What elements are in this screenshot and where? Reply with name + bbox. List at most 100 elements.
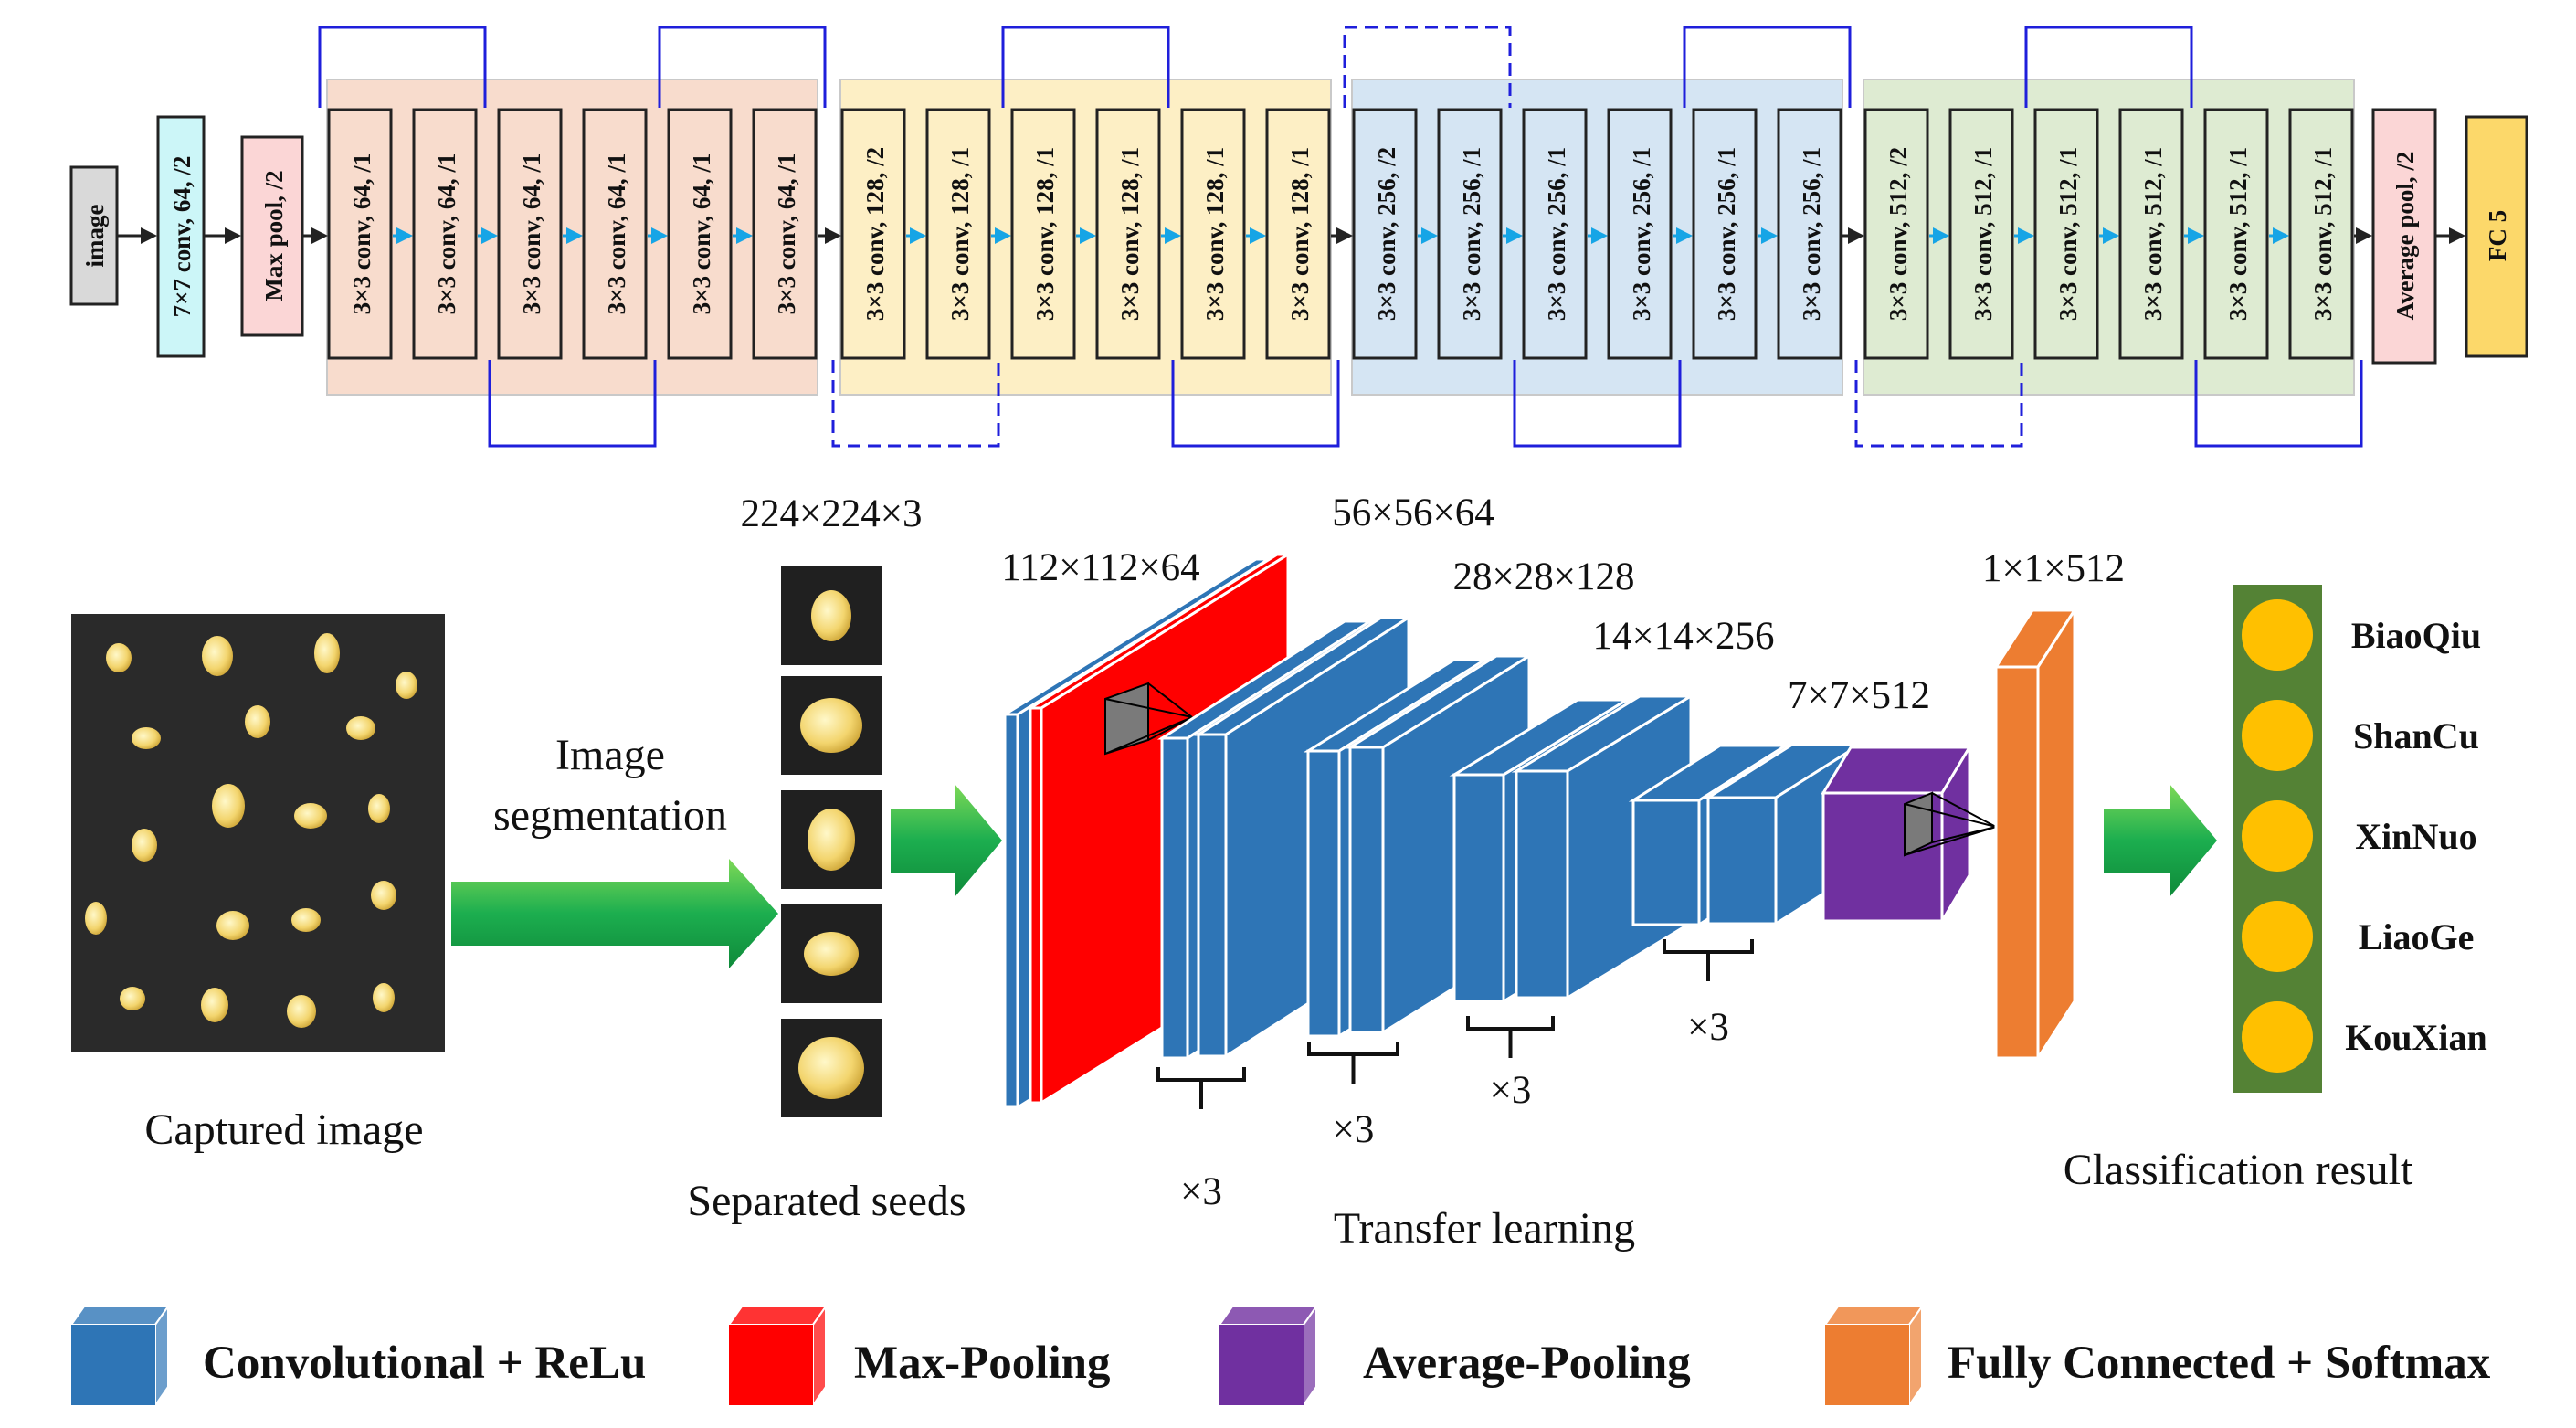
corn-seed [294,803,327,829]
stage3-block-a-front [1452,773,1505,1003]
conv-layer-box [1692,108,1758,360]
conv-layer-label: 3×3 conv, 128, /1 [1031,147,1059,321]
skip-connection [1343,26,1512,108]
network-blocks [999,552,2077,1110]
dim-fc: 1×1×512 [1982,547,2125,590]
stage2-block-a-front [1306,749,1341,1038]
conv-layer-label: 3×3 conv, 128, /2 [861,147,889,321]
first-conv-label: 7×7 conv, 64, /2 [168,156,195,318]
conv-layer-box [497,108,563,360]
repeat-brace [1156,1067,1246,1109]
corn-seed [132,829,157,862]
avg-pool-box: Average pool, /2 [2371,108,2437,365]
classification-arrow [2104,784,2217,897]
legend-label: Convolutional + ReLu [203,1338,646,1389]
legend-label: Average-Pooling [1363,1338,1691,1389]
repeat-label: ×3 [1490,1069,1532,1112]
stage4-block-b-front [1706,796,1778,926]
class-node [2242,901,2313,972]
repeat-brace [1307,1042,1399,1084]
corn-seed [202,636,233,676]
conv-layers: 3×3 conv, 64, /1 3×3 conv, 64, /1 3×3 conv… [327,108,2354,360]
conv-layer-label: 3×3 conv, 256, /2 [1373,147,1400,321]
legend-label: Fully Connected + Softmax [1948,1338,2491,1389]
legend-swatch [1219,1325,1304,1405]
conv-layer-label: 3×3 conv, 256, /1 [1798,147,1825,321]
conv-layer-box [2033,108,2099,360]
legend-swatch [1825,1325,1909,1405]
class-label: LiaoGe [2359,916,2475,957]
skip-connection [1171,360,1340,448]
stage1-block-a-front [1160,736,1189,1060]
skip-connection [1513,360,1682,448]
corn-seed [120,987,145,1010]
repeat-braces: ×3×3×3×3 [1156,939,1754,1213]
conv-layer-box [2203,108,2269,360]
network-input-arrow [891,784,1002,897]
first-conv-box: 7×7 conv, 64, /2 [156,115,206,358]
dim-s4: 7×7×512 [1788,674,1930,717]
class-label: ShanCu [2353,715,2479,756]
repeat-brace [1663,939,1754,981]
legend-swatch-top [727,1306,828,1326]
dim-pool: 112×112×64 [1001,546,1199,589]
stage1-block-b-front [1197,733,1228,1058]
max-pool-label: Max pool, /2 [260,170,288,301]
legend-swatch-top [1218,1306,1318,1326]
conv-layer-box [582,108,648,360]
skip-connection [2024,26,2193,108]
conv-layer-box [1607,108,1673,360]
conv-layer-label: 3×3 conv, 256, /1 [1713,147,1740,321]
skip-connection [1683,26,1852,108]
legend-swatch [729,1325,813,1405]
conv-layer-box [2288,108,2354,360]
conv-layer-box [412,108,478,360]
legend-item: Average-Pooling [1218,1303,1691,1409]
conv-layer-box [840,108,906,360]
corn-seed [212,784,245,828]
input-box: image [69,165,119,306]
skip-connection [1854,360,2023,448]
fc-box: FC 5 [2465,115,2528,358]
conv-layer-box [1437,108,1503,360]
conv-layer-label: 3×3 conv, 512, /1 [2139,147,2167,321]
conv-layer-box [1522,108,1588,360]
class-node [2242,800,2313,872]
dim-s2: 28×28×128 [1452,555,1634,598]
stage4-block-a-front [1631,799,1701,926]
conv-layer-label: 3×3 conv, 128, /1 [1201,147,1229,321]
repeat-brace [1466,1016,1555,1058]
network-3d: ×3×3×3×3 112×112×64 56×56×64 28×28×128 1… [999,492,2125,1253]
conv-layer-label: 3×3 conv, 256, /1 [1543,147,1570,321]
skip-connection [2194,360,2363,448]
conv-layer-label: 3×3 conv, 64, /1 [433,153,460,315]
max-pool-block-front [1029,706,1043,1105]
fc-block [1993,605,2077,1063]
conv-layer-label: 3×3 conv, 64, /1 [688,153,715,315]
kernel-pyramid [1104,682,1193,756]
segmentation-line1: Image [555,731,665,779]
conv-layer-label: 3×3 conv, 256, /1 [1458,147,1485,321]
segmentation-arrow: Image segmentation [451,731,778,968]
conv-layer-label: 3×3 conv, 512, /1 [1969,147,1997,321]
class-label: BiaoQiu [2351,615,2481,656]
legend-swatch-side [812,1303,827,1409]
conv-layer-label: 3×3 conv, 64, /1 [773,153,800,315]
legend-label: Max-Pooling [854,1338,1110,1389]
conv-layer-box [752,108,818,360]
corn-seed [291,908,321,932]
conv-layer-box [667,108,733,360]
input-conv-block-front [1003,713,1019,1109]
seed-image [811,590,851,641]
corn-seed [396,672,417,699]
skip-connection [658,26,827,108]
legend-swatch-side [1908,1303,1923,1409]
conv-layer-box [1010,108,1076,360]
captured-seeds [85,633,417,1028]
conv-layer-label: 3×3 conv, 64, /1 [348,153,375,315]
conv-layer-box [1948,108,2014,360]
corn-seed [106,643,132,672]
conv-layer-box [1863,108,1929,360]
conv-layer-box [327,108,393,360]
architecture-strip: image 7×7 conv, 64, /2 Max pool, /2 3×3 … [69,26,2528,448]
